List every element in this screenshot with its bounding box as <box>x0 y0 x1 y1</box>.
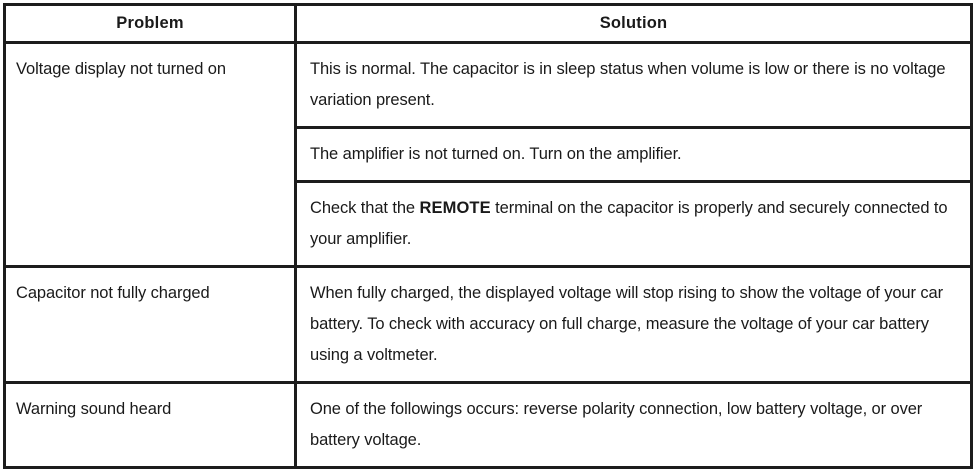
solution-text: The amplifier is not turned on. Turn on … <box>310 145 682 163</box>
solution-cell: One of the followings occurs: reverse po… <box>294 381 973 469</box>
solution-text-tail: terminal on the capacitor is properly an… <box>310 199 948 248</box>
solution-item: This is normal. The capacitor is in slee… <box>297 44 970 129</box>
solution-text: This is normal. The capacitor is in slee… <box>310 60 946 109</box>
table-row: Capacitor not fully charged When fully c… <box>3 265 973 384</box>
solution-item: Check that the REMOTE terminal on the ca… <box>297 183 970 265</box>
troubleshooting-table: Problem Solution Voltage display not tur… <box>3 3 973 469</box>
problem-cell: Warning sound heard <box>3 381 297 469</box>
table-header-row: Problem Solution <box>3 3 973 44</box>
column-header-problem: Problem <box>3 3 297 44</box>
table-row: Warning sound heard One of the following… <box>3 381 973 469</box>
table-header: Problem Solution <box>3 3 973 44</box>
solution-emphasis: REMOTE <box>419 199 491 217</box>
solution-item: The amplifier is not turned on. Turn on … <box>297 129 970 183</box>
table-row: Voltage display not turned on This is no… <box>3 41 973 268</box>
solution-cell: When fully charged, the displayed voltag… <box>294 265 973 384</box>
document-page: Problem Solution Voltage display not tur… <box>3 3 973 469</box>
problem-cell: Capacitor not fully charged <box>3 265 297 384</box>
solution-text: Check that the <box>310 199 420 217</box>
table-body: Voltage display not turned on This is no… <box>3 41 973 469</box>
column-header-solution: Solution <box>294 3 973 44</box>
solution-cell-group: This is normal. The capacitor is in slee… <box>294 41 973 268</box>
problem-cell: Voltage display not turned on <box>3 41 297 268</box>
